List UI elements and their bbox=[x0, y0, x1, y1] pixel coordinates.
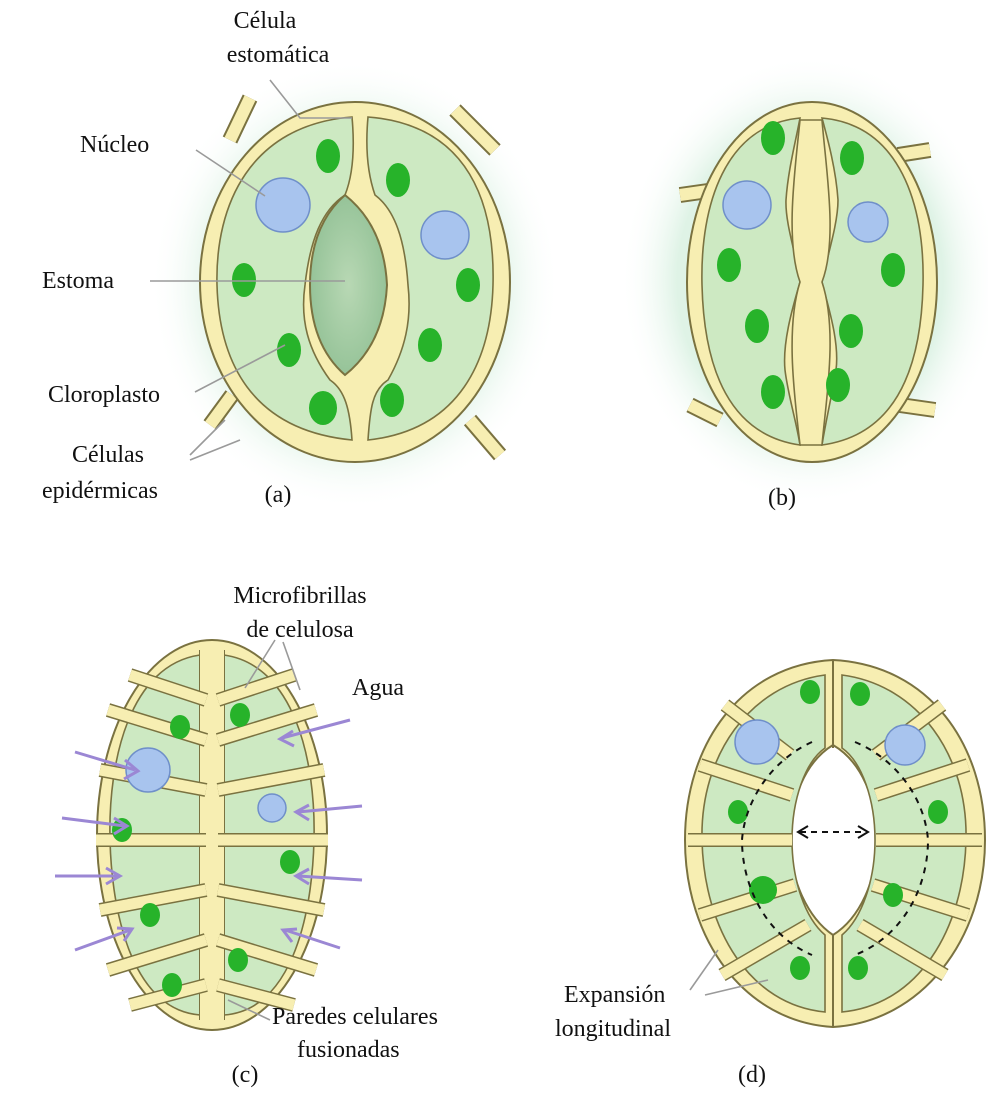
chloroplast-icon bbox=[228, 948, 248, 972]
caption-a: (a) bbox=[265, 482, 292, 508]
chloroplast-icon bbox=[140, 903, 160, 927]
label-epidermal-cells: Células bbox=[72, 442, 144, 468]
chloroplast-icon bbox=[850, 682, 870, 706]
label-water: Agua bbox=[352, 675, 404, 701]
panel-a-open-stoma: Célula estomática Núcleo Estoma Cloropla… bbox=[42, 8, 560, 510]
label-nucleus: Núcleo bbox=[80, 132, 149, 158]
label-epidermal-cells: epidérmicas bbox=[42, 478, 158, 504]
label-chloroplast: Cloroplasto bbox=[48, 382, 160, 408]
chloroplast-icon bbox=[848, 956, 868, 980]
nucleus-icon bbox=[258, 794, 286, 822]
chloroplast-icon bbox=[230, 703, 250, 727]
panel-b-closed-stoma: (b) bbox=[620, 55, 988, 511]
label-microfibrils: Microfibrillas bbox=[233, 583, 366, 609]
chloroplast-icon bbox=[928, 800, 948, 824]
nucleus-icon bbox=[421, 211, 469, 259]
label-stoma: Estoma bbox=[42, 268, 114, 294]
nucleus-icon bbox=[848, 202, 888, 242]
chloroplast-icon bbox=[277, 333, 301, 367]
chloroplast-icon bbox=[386, 163, 410, 197]
chloroplast-icon bbox=[761, 121, 785, 155]
caption-c: (c) bbox=[232, 1062, 259, 1088]
chloroplast-icon bbox=[316, 139, 340, 173]
chloroplast-icon bbox=[790, 956, 810, 980]
nucleus-icon bbox=[735, 720, 779, 764]
label-fused-walls: fusionadas bbox=[297, 1037, 400, 1063]
label-longitudinal-expansion: Expansión bbox=[564, 982, 665, 1008]
label-guard-cell: Célula bbox=[234, 8, 297, 34]
chloroplast-icon bbox=[883, 883, 903, 907]
chloroplast-icon bbox=[456, 268, 480, 302]
panel-d-longitudinal-expansion: Expansión longitudinal (d) bbox=[555, 660, 985, 1088]
chloroplast-icon bbox=[749, 876, 777, 904]
chloroplast-icon bbox=[170, 715, 190, 739]
panel-c-microfibrils: Microfibrillas de celulosa Agua Paredes … bbox=[55, 583, 438, 1088]
chloroplast-icon bbox=[232, 263, 256, 297]
chloroplast-icon bbox=[761, 375, 785, 409]
chloroplast-icon bbox=[717, 248, 741, 282]
nucleus-icon bbox=[256, 178, 310, 232]
label-guard-cell: estomática bbox=[227, 42, 330, 68]
chloroplast-icon bbox=[728, 800, 748, 824]
label-fused-walls: Paredes celulares bbox=[272, 1004, 438, 1030]
chloroplast-icon bbox=[280, 850, 300, 874]
label-microfibrils: de celulosa bbox=[246, 617, 354, 643]
chloroplast-icon bbox=[418, 328, 442, 362]
nucleus-icon bbox=[723, 181, 771, 229]
chloroplast-icon bbox=[840, 141, 864, 175]
chloroplast-icon bbox=[839, 314, 863, 348]
chloroplast-icon bbox=[380, 383, 404, 417]
chloroplast-icon bbox=[745, 309, 769, 343]
chloroplast-icon bbox=[826, 368, 850, 402]
nucleus-icon bbox=[885, 725, 925, 765]
caption-b: (b) bbox=[768, 485, 796, 511]
label-longitudinal-expansion: longitudinal bbox=[555, 1016, 671, 1042]
caption-d: (d) bbox=[738, 1062, 766, 1088]
chloroplast-icon bbox=[800, 680, 820, 704]
chloroplast-icon bbox=[309, 391, 337, 425]
chloroplast-icon bbox=[881, 253, 905, 287]
chloroplast-icon bbox=[162, 973, 182, 997]
